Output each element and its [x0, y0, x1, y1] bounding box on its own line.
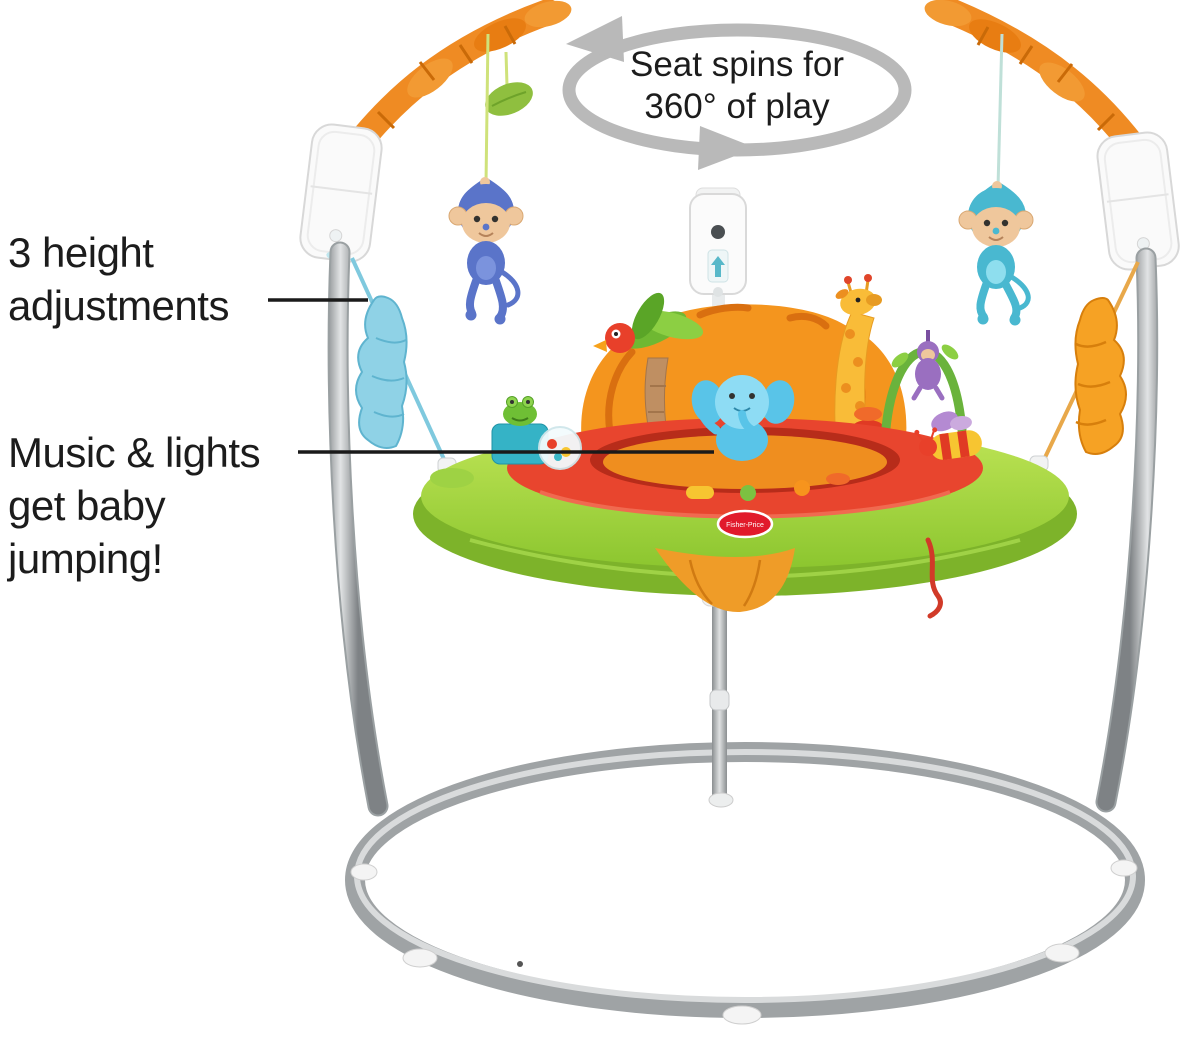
left-pole [327, 241, 389, 817]
seat-post-top [689, 187, 747, 328]
base-foot [1044, 943, 1080, 963]
base-foot [350, 863, 378, 881]
brand-logo-text: Fisher-Price [726, 522, 764, 529]
spin-arrowhead-bottom [698, 126, 756, 170]
seat-pocket [603, 435, 887, 489]
tray-button-yellow [686, 486, 714, 499]
annotation-music-line1: Music & lights [8, 429, 261, 476]
seat-assembly: Fisher-Price [413, 274, 1077, 619]
left-bungee-cord [350, 257, 457, 474]
base-foot [722, 1005, 762, 1025]
up-arrow-icon [711, 256, 725, 277]
fisher-price-logo: Fisher-Price [716, 509, 774, 539]
base-foot [402, 948, 438, 968]
tray-button-orange [794, 480, 810, 496]
center-post [701, 587, 738, 808]
left-music-box [299, 123, 383, 263]
leaf-toy [485, 51, 533, 116]
right-bungee-cord [1029, 261, 1140, 472]
annotation-music-line2: get baby [8, 482, 166, 529]
toy-elephant [691, 375, 795, 461]
toy-monkey-right [958, 33, 1034, 326]
spin-arrow-icon [562, 16, 912, 170]
toy-bee [914, 411, 982, 460]
spin-arrowhead-top [566, 16, 624, 62]
annotation-height-line1: 3 height [8, 229, 154, 276]
annotation-height-adjust: 3 height adjustments [8, 226, 229, 332]
annotation-music-lights: Music & lights get baby jumping! [8, 426, 261, 585]
annotation-seat-spin: Seat spins for 360° of play [560, 44, 914, 128]
orange-fabric-sleeve [1074, 297, 1127, 455]
tray-button-green [740, 485, 756, 501]
toy-vine-monkey [880, 330, 967, 445]
right-music-box [1096, 131, 1180, 271]
pod-dot [711, 225, 725, 239]
toy-monkey-left [448, 33, 524, 325]
base-foot [1110, 859, 1138, 877]
toy-giraffe [834, 274, 884, 447]
annotation-seat-spin-line1: Seat spins for [630, 45, 844, 84]
tray-roller [826, 473, 850, 485]
annotation-height-line2: adjustments [8, 282, 229, 329]
red-cord [925, 537, 943, 619]
right-pole [1095, 247, 1159, 813]
toy-frog-block [491, 396, 582, 470]
blue-fabric-sleeve [355, 295, 408, 449]
annotation-music-line3: jumping! [8, 535, 163, 582]
frame-base-ring [345, 742, 1145, 1025]
annotation-seat-spin-line2: 360° of play [644, 87, 830, 126]
